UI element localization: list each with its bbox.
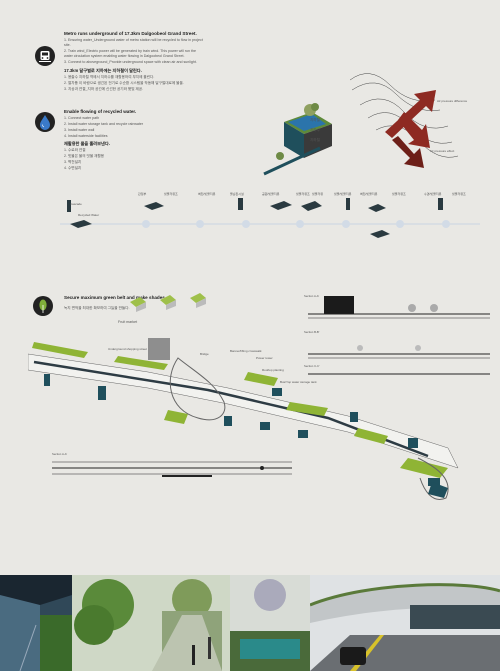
water-korean-item-2: 2. 빗물은 물의 빗물 재활용 — [64, 154, 105, 158]
label-underground-street: Underground shopping street — [108, 347, 147, 351]
strip-label-1: 관정부 — [138, 192, 147, 196]
strip-label-9: 벽천/빗물저류 — [360, 192, 378, 196]
strip-label-11: 수경/빗물저류 — [424, 192, 442, 196]
label-bridge: Bridge — [200, 352, 209, 356]
metro-korean-item-1: 1. 용출수 지하철 역에서 지하수를 재활용하여 부지에 흘린다. — [64, 75, 155, 79]
water-item-3: 3. Install water wall — [64, 128, 95, 132]
water-block-diagram — [263, 103, 332, 176]
label-rooftop-planting: Rooftop planting — [262, 368, 284, 372]
section-bottom-elevation — [52, 461, 292, 477]
fruit-market-icons — [130, 293, 206, 312]
road-photo — [310, 575, 500, 671]
water-facility-strip — [60, 198, 480, 238]
water-korean-title: 재활용한 물을 흘려보낸다. — [64, 141, 110, 146]
section-bb-label: Section B-B' — [304, 330, 320, 334]
water-korean-item-3: 3. 벽천설치 — [64, 160, 82, 164]
strip-label-2: 빗물저류조 — [164, 192, 178, 196]
metro-label-1: 지하철 — [310, 118, 320, 122]
strip-label-3: 벽천/빗물저류 — [198, 192, 216, 196]
section-bottom-label: Section A-A' — [52, 452, 68, 456]
waterside-photo — [230, 575, 310, 671]
underground-photo — [0, 575, 72, 671]
strip-label-7: 빗물저류 — [312, 192, 324, 196]
strip-legend-bottom: Recycled Water — [78, 213, 100, 217]
air-pressure-arrow-diagram — [349, 73, 459, 168]
arrow-label-2: Air pressure effect — [430, 149, 455, 153]
water-item-1: 1. Connect water path — [64, 116, 100, 120]
section-metro-title: Metro runs underground of 17.3km Dalgoob… — [64, 31, 197, 36]
arrow-label-1: Air pressure difference — [437, 99, 468, 103]
label-storage-tank: Bus/Yop water storage tank — [280, 380, 317, 384]
water-drop-icon — [35, 112, 55, 132]
label-power-tower: Power tower — [256, 356, 273, 360]
metro-korean-title: 17.3km 달구벌로 지하에는 지하철이 달린다. — [64, 68, 142, 73]
tree-icon — [33, 296, 53, 316]
street-axonometric-diagram — [28, 338, 459, 500]
metro-train-icon — [35, 46, 55, 66]
metro-korean-item-2: 2. 열차풍 이 바람으로 생긴된 전기로 수순환 시스템을 작동해 달구벌대로… — [64, 81, 184, 85]
strip-label-12: 빗물저류조 — [452, 192, 466, 196]
green-korean-title: 녹지 면적을 최대한 확보하여 그늘을 만들다. — [64, 306, 130, 310]
water-item-2: 2. Install water storage tank and recycl… — [64, 122, 144, 126]
metro-item-2b: water circulation system enabling water … — [64, 54, 185, 58]
section-aa-label: Section A-A' — [304, 294, 320, 298]
strip-label-8: 빗물/빗물저류 — [334, 192, 352, 196]
fruit-market-label: Fruit market — [118, 320, 138, 324]
metro-label-3: 지하철 — [310, 138, 320, 142]
strip-label-5: 공원/빗물저류 — [262, 192, 280, 196]
metro-item-1b: site. — [64, 43, 71, 47]
strip-label-10: 빗물저류조 — [392, 192, 406, 196]
strip-label-6: 빗물저류조 — [296, 192, 310, 196]
strip-label-4: 물순환시설 — [230, 192, 244, 196]
street-park-photo — [72, 575, 230, 671]
metro-item-3: 3. Connect to aboveground_Provide underg… — [64, 60, 197, 64]
metro-label-2: 지하수 — [310, 128, 320, 132]
section-elevations — [308, 296, 490, 375]
metro-item-2: 2. Train wind_Electric power will be gen… — [64, 49, 196, 53]
metro-item-1: 1. Ensuring water_Underground water of m… — [64, 38, 203, 42]
label-crosswalk: Banner/lifting crosswalk — [230, 349, 262, 353]
strip-legend-top: Cascade — [70, 202, 82, 206]
water-korean-item-4: 4. 수변설치 — [64, 166, 82, 170]
water-item-4: 4. Install waterside facilities — [64, 134, 108, 138]
section-cc-label: Section C-C' — [304, 364, 320, 368]
section-green-title: Secure maximum green belt and make shade… — [64, 295, 167, 300]
metro-korean-item-3: 3. 지상과 연결_지하 공간에 신선한 공기와 햇빛 제공. — [64, 87, 144, 91]
section-water-title: Enable flowing of recycled water. — [64, 109, 137, 114]
water-korean-item-1: 1. 수로와 연결 — [64, 148, 86, 152]
